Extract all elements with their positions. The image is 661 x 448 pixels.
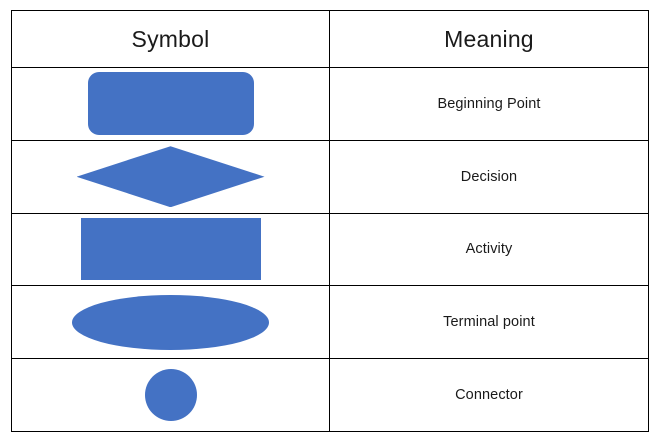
meaning-cell: Beginning Point — [329, 67, 649, 141]
ellipse-shape — [72, 294, 269, 350]
rounded-rectangle-shape — [87, 72, 254, 136]
table-row: Activity — [11, 212, 649, 287]
shape-container — [12, 286, 329, 358]
column-header-symbol: Symbol — [11, 10, 330, 68]
flowchart-symbol-legend-table: Symbol Meaning Beginning Point Decision — [11, 10, 649, 432]
column-header-meaning: Meaning — [329, 10, 649, 68]
meaning-cell: Decision — [329, 139, 649, 214]
meaning-cell: Connector — [329, 358, 649, 432]
symbol-cell — [11, 285, 330, 360]
symbol-cell — [11, 139, 330, 214]
shape-container — [12, 359, 329, 431]
table-row: Terminal point — [11, 285, 649, 360]
table-header-row: Symbol Meaning — [11, 10, 649, 68]
shape-container — [12, 214, 329, 286]
meaning-cell: Activity — [329, 212, 649, 287]
symbol-cell — [11, 212, 330, 287]
shape-container — [12, 68, 329, 140]
circle-shape — [144, 369, 197, 422]
table-row: Decision — [11, 139, 649, 214]
shape-container — [12, 141, 329, 213]
diamond-shape — [76, 146, 265, 208]
symbol-cell — [11, 358, 330, 432]
rectangle-shape — [80, 218, 261, 281]
table-row: Beginning Point — [11, 67, 649, 141]
meaning-cell: Terminal point — [329, 285, 649, 360]
symbol-cell — [11, 67, 330, 141]
table-row: Connector — [11, 358, 649, 432]
